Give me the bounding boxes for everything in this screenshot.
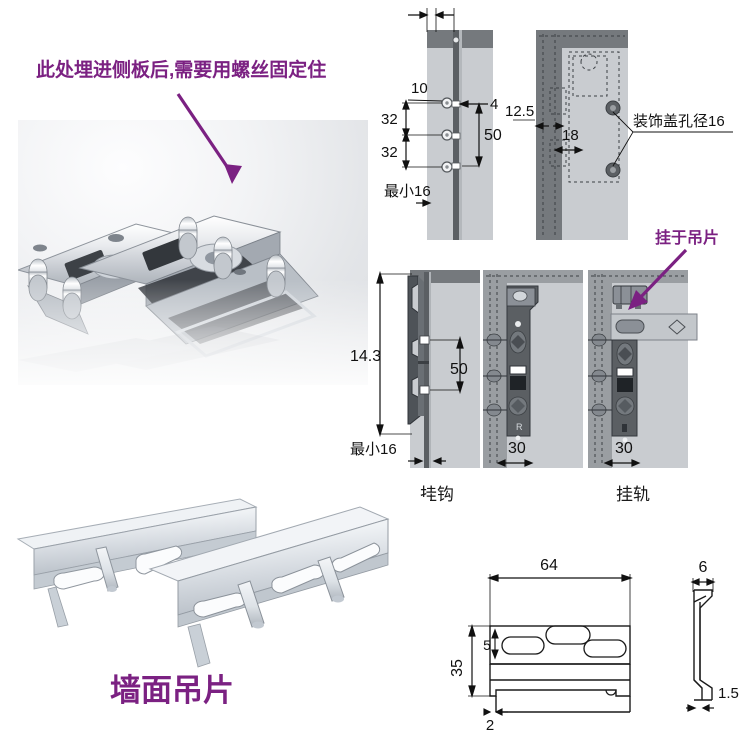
- svg-text:6: 6: [699, 559, 708, 576]
- wall-plate-front: [148, 506, 390, 668]
- svg-text:30: 30: [615, 440, 633, 457]
- wall-plate-rear: [16, 498, 258, 628]
- annotation-wall-plate-label: 墙面吊片: [109, 672, 236, 710]
- svg-text:18: 18: [562, 127, 579, 144]
- drawing-wall-plate-dimensions: 64: [450, 540, 750, 740]
- annotation-arrow-hang: [628, 248, 688, 310]
- product-photo-wall-plates: [10, 497, 430, 682]
- svg-text:32: 32: [381, 111, 398, 128]
- svg-text:50: 50: [450, 361, 468, 378]
- drawing-hook-side-view: 14.3 50 最小16: [350, 258, 480, 483]
- profile-section: [693, 589, 713, 701]
- svg-text:2: 2: [486, 717, 494, 734]
- wall-plate-illustration: [16, 498, 390, 668]
- annotation-hang-on-plate: 挂于吊片: [653, 229, 720, 249]
- svg-text:64: 64: [540, 557, 558, 574]
- svg-text:最小16: 最小16: [350, 441, 397, 458]
- annotation-arrow-top: [176, 93, 242, 184]
- svg-text:最小16: 最小16: [384, 183, 431, 200]
- svg-text:30: 30: [508, 440, 526, 457]
- svg-text:50: 50: [484, 127, 502, 144]
- svg-text:装饰盖孔径16: 装饰盖孔径16: [633, 113, 725, 130]
- photo-gloss-overlay: [18, 279, 368, 385]
- svg-text:R: R: [516, 422, 523, 432]
- svg-text:14.3: 14.3: [350, 348, 381, 365]
- annotation-screw-fix-note: 此处埋进侧板后,需要用螺丝固定住: [34, 59, 327, 83]
- svg-text:1.5: 1.5: [718, 685, 739, 702]
- svg-text:5: 5: [483, 637, 491, 653]
- drawing-side-panel-drilling: 10 32 32 4: [380, 0, 550, 250]
- svg-text:10: 10: [411, 80, 428, 97]
- caption-rail: 挂轨: [616, 485, 650, 504]
- drawing-cover-cap-detail: 12.5 18 装饰盖孔径16: [505, 0, 750, 250]
- svg-text:35: 35: [450, 659, 466, 677]
- svg-text:4: 4: [490, 96, 498, 113]
- product-photo-cabinet-hangers: [18, 120, 368, 385]
- drawing-hook-front-view: R 30: [480, 258, 590, 483]
- svg-text:32: 32: [381, 144, 398, 161]
- svg-text:12.5: 12.5: [505, 103, 534, 120]
